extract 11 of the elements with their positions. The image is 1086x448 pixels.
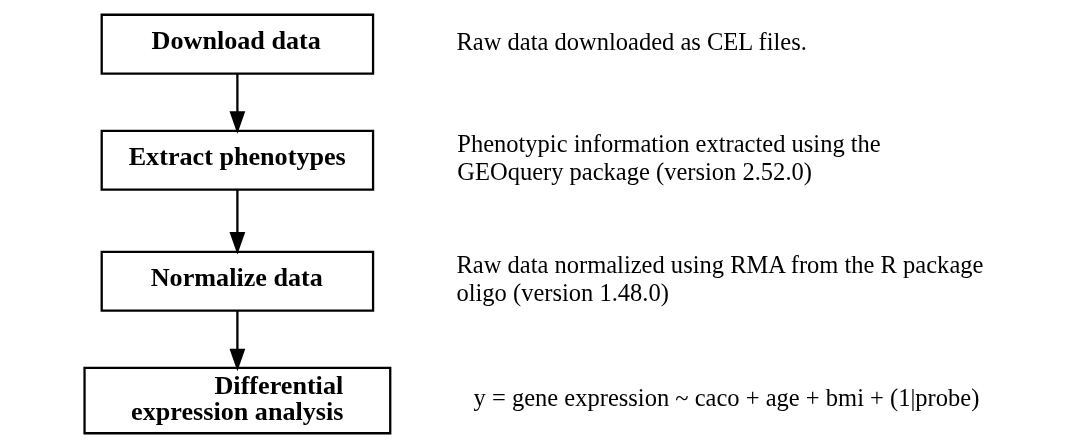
node-box: Download data xyxy=(100,13,374,75)
arrow xyxy=(229,310,245,372)
node-label: Raw data downloaded as CEL files. xyxy=(455,27,807,55)
node-label: Phenotypic information extracted using the GEOquery package (version 2.52.0) xyxy=(456,130,881,185)
node-box: Normalize data xyxy=(100,250,374,312)
arrow xyxy=(229,189,245,255)
node-label: y = gene expression ~ caco + age + bmi + (1|probe) xyxy=(473,384,979,412)
node-box: Extract phenotypes xyxy=(100,129,374,191)
node-label: Raw data normalized using RMA from the R package oligo (version 1.48.0) xyxy=(455,251,983,306)
arrow xyxy=(229,73,245,134)
node-box: Differential expression analysis xyxy=(82,366,391,435)
